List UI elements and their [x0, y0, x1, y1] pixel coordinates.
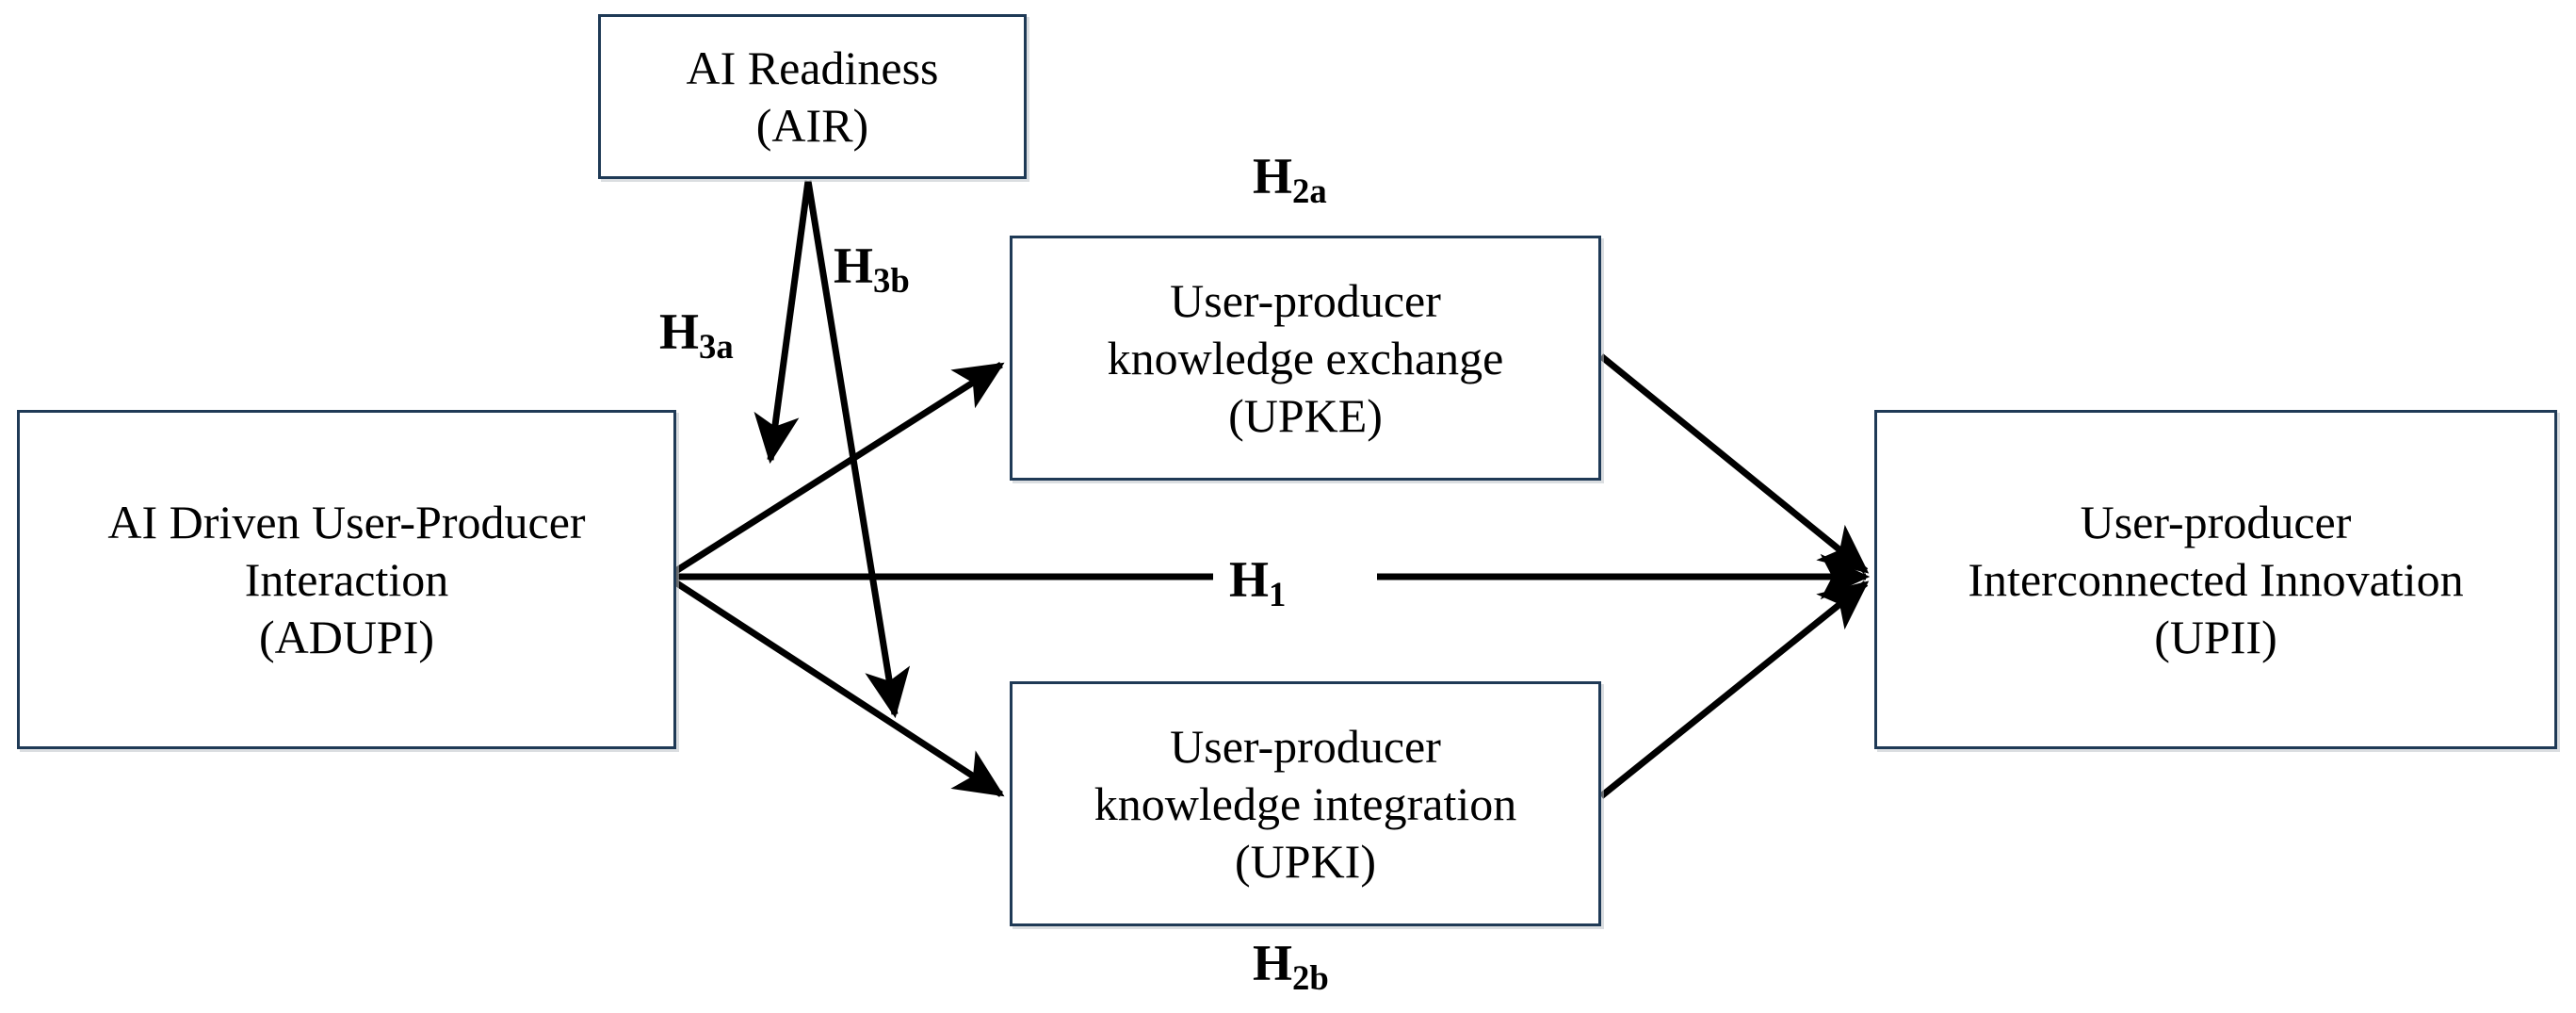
- edge-air-to-upki-path: [804, 180, 911, 719]
- hypothesis-h3b-base: H: [834, 237, 874, 294]
- hypothesis-label-h2b: H2b: [1253, 935, 1329, 995]
- edge-upke-to-upii: [1598, 353, 1870, 574]
- edge-air-to-upke-path: [753, 180, 812, 465]
- hypothesis-h2b-base: H: [1253, 935, 1293, 991]
- node-ai-readiness: AI Readiness (AIR): [598, 14, 1027, 179]
- edge-adupi-to-upke: [665, 362, 1005, 580]
- node-upki-label: User-producer knowledge integration (UPK…: [1094, 719, 1517, 888]
- node-ai-driven-user-producer-interaction: AI Driven User-Producer Interaction (ADU…: [17, 410, 676, 749]
- hypothesis-h2b-sub: 2b: [1292, 958, 1329, 998]
- node-upke-label: User-producer knowledge exchange (UPKE): [1107, 273, 1504, 442]
- hypothesis-label-h1: H1: [1229, 551, 1286, 612]
- edge-adupi-to-upki: [665, 574, 1005, 797]
- hypothesis-h2a-base: H: [1253, 148, 1293, 204]
- hypothesis-h2a-sub: 2a: [1292, 172, 1327, 211]
- node-ai-readiness-label: AI Readiness (AIR): [686, 41, 939, 152]
- hypothesis-label-h3a: H3a: [659, 303, 734, 364]
- edge-upki-to-upii: [1598, 580, 1870, 799]
- node-adupi-label: AI Driven User-Producer Interaction (ADU…: [107, 495, 586, 663]
- hypothesis-h3a-base: H: [659, 303, 700, 360]
- hypothesis-label-h3b: H3b: [834, 237, 910, 298]
- node-user-producer-interconnected-innovation: User-producer Interconnected Innovation …: [1874, 410, 2557, 749]
- node-user-producer-knowledge-integration: User-producer knowledge integration (UPK…: [1010, 681, 1601, 926]
- hypothesis-label-h2a: H2a: [1253, 148, 1327, 208]
- node-upii-label: User-producer Interconnected Innovation …: [1968, 495, 2464, 663]
- node-user-producer-knowledge-exchange: User-producer knowledge exchange (UPKE): [1010, 236, 1601, 481]
- hypothesis-h3a-sub: 3a: [699, 327, 734, 367]
- hypothesis-h3b-sub: 3b: [873, 261, 910, 301]
- hypothesis-h1-base: H: [1229, 551, 1270, 608]
- hypothesis-h1-sub: 1: [1269, 575, 1287, 614]
